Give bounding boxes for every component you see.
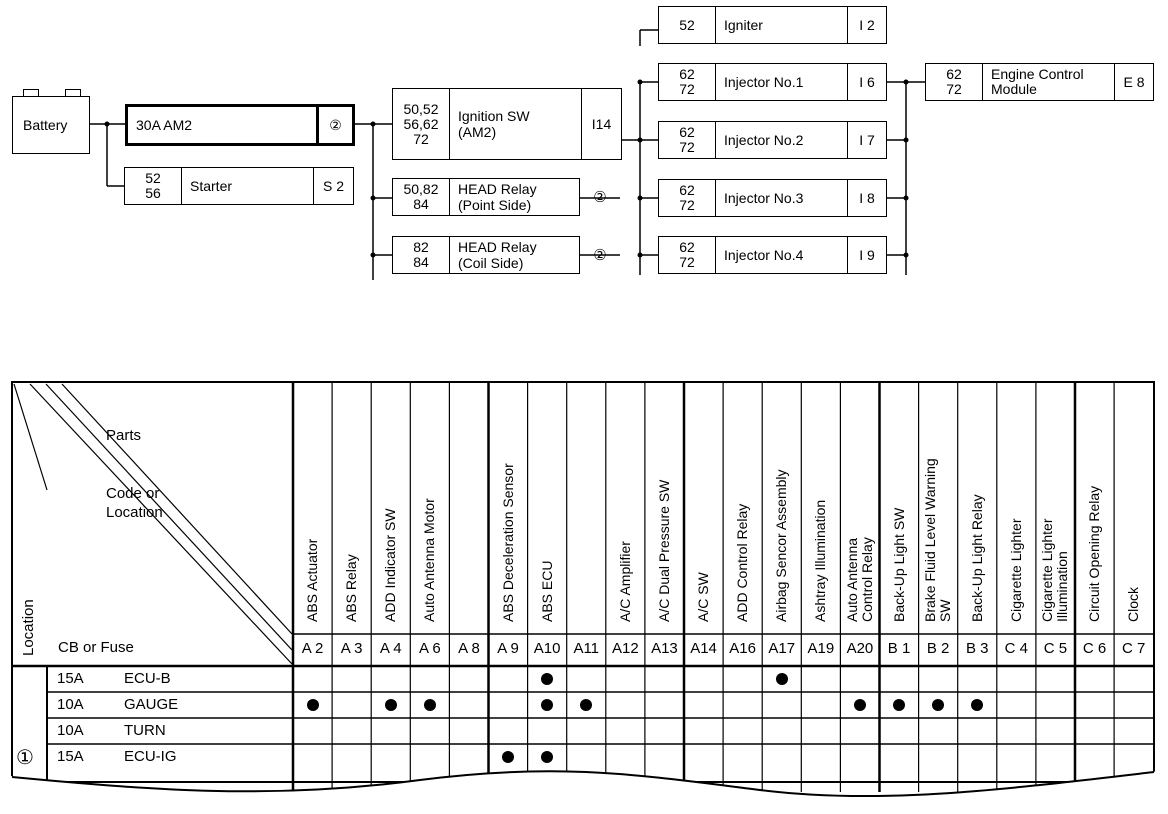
head-relay-point-box: 50,82 84 HEAD Relay (Point Side)	[392, 178, 580, 216]
battery-box: Battery	[12, 89, 90, 154]
row-fuse-name: TURN	[124, 722, 166, 739]
head-point-name: HEAD Relay (Point Side)	[449, 179, 580, 215]
column-code: A 4	[379, 640, 402, 657]
column-code: A12	[611, 640, 639, 657]
connection-dot	[580, 699, 593, 711]
injector-4-nums: 62 72	[679, 239, 695, 270]
injector-1-nums: 62 72	[679, 66, 695, 97]
column-code: A 6	[419, 640, 441, 657]
injector-3-box: 62 72 Injector No.3 I 8	[658, 179, 887, 217]
battery-label: Battery	[23, 117, 68, 133]
connection-dot	[932, 699, 945, 711]
column-code: B 3	[965, 640, 989, 657]
column-code: A10	[533, 640, 561, 657]
igniter-code: I 2	[847, 7, 886, 43]
head-coil-code: ②	[593, 247, 607, 264]
injector-4-box: 62 72 Injector No.4 I 9	[658, 236, 887, 274]
connection-dot	[423, 699, 436, 711]
engine-control-module-box: 62 72 Engine Control Module E 8	[925, 63, 1154, 101]
column-code: A 9	[497, 640, 519, 657]
header-parts-label: Parts	[106, 427, 142, 444]
row-amperage: 10A	[57, 696, 84, 713]
column-code: A13	[651, 640, 678, 657]
connection-dot	[541, 751, 554, 763]
injector-2-name: Injector No.2	[715, 122, 847, 158]
ecm-code: E 8	[1114, 64, 1153, 100]
column-code: A19	[807, 640, 835, 657]
column-code: A17	[768, 640, 796, 657]
igniter-box: 52 Igniter I 2	[658, 6, 887, 44]
fuse-am2-label: 30A AM2	[136, 117, 193, 133]
starter-code: S 2	[313, 168, 353, 204]
injector-1-box: 62 72 Injector No.1 I 6	[658, 63, 887, 101]
injector-4-name: Injector No.4	[715, 237, 847, 273]
ecm-nums: 62 72	[946, 66, 962, 97]
connection-dot	[971, 699, 984, 711]
starter-name: Starter	[181, 168, 313, 204]
connection-dot	[541, 673, 554, 685]
injector-3-nums: 62 72	[679, 182, 695, 213]
head-point-nums: 50,82 84	[403, 181, 439, 212]
connection-dot	[384, 699, 397, 711]
connection-dot	[853, 699, 866, 711]
fuse-am2-box: 30A AM2 ②	[125, 104, 355, 146]
column-code: A14	[690, 640, 717, 657]
column-code: A 2	[301, 640, 324, 657]
igniter-nums: 52	[679, 16, 695, 33]
row-amperage: 15A	[57, 670, 84, 687]
column-code: B 2	[926, 640, 950, 657]
row-fuse-name: ECU-IG	[124, 748, 177, 765]
ignition-switch-box: 50,52 56,62 72 Ignition SW (AM2) I14	[392, 88, 622, 160]
ecm-name: Engine Control Module	[982, 64, 1114, 100]
connection-dot	[541, 699, 554, 711]
connection-dot	[775, 673, 788, 685]
row-fuse-name: GAUGE	[124, 696, 179, 713]
injector-2-box: 62 72 Injector No.2 I 7	[658, 121, 887, 159]
injector-1-name: Injector No.1	[715, 64, 847, 100]
connection-dot	[893, 699, 906, 711]
row-amperage: 15A	[57, 748, 84, 765]
fuse-am2-code: ②	[316, 107, 352, 143]
column-code: C 4	[1004, 640, 1029, 657]
column-code: A20	[846, 640, 874, 657]
header-code-location-label: Code or Location	[106, 485, 163, 521]
starter-box: 52 56 Starter S 2	[124, 167, 354, 205]
column-code: A16	[729, 640, 756, 657]
connection-dot	[502, 751, 515, 763]
column-code: C 5	[1043, 640, 1068, 657]
ignition-nums: 50,52 56,62 72	[403, 100, 439, 147]
head-coil-name: HEAD Relay (Coil Side)	[449, 237, 580, 273]
column-code: A 8	[458, 640, 480, 657]
injector-2-nums: 62 72	[679, 124, 695, 155]
battery-terminal-icon	[23, 89, 39, 97]
injector-2-code: I 7	[847, 122, 886, 158]
head-coil-nums: 82 84	[413, 239, 429, 270]
location-mark: ①	[16, 747, 34, 769]
ignition-name: Ignition SW (AM2)	[449, 89, 581, 159]
column-code: C 7	[1121, 640, 1146, 657]
header-cb-fuse-label: CB or Fuse	[58, 639, 134, 656]
starter-nums: 52 56	[145, 170, 161, 201]
column-code: A11	[573, 640, 600, 657]
row-fuse-name: ECU-B	[124, 670, 171, 687]
row-amperage: 10A	[57, 722, 84, 739]
igniter-name: Igniter	[715, 7, 847, 43]
injector-4-code: I 9	[847, 237, 886, 273]
head-relay-coil-box: 82 84 HEAD Relay (Coil Side)	[392, 236, 580, 274]
ignition-code: I14	[581, 89, 621, 159]
injector-3-name: Injector No.3	[715, 180, 847, 216]
column-code: A 3	[340, 640, 363, 657]
column-code: B 1	[887, 640, 911, 657]
injector-1-code: I 6	[847, 64, 886, 100]
injector-3-code: I 8	[847, 180, 886, 216]
battery-terminal-icon	[65, 89, 81, 97]
head-point-code: ②	[593, 189, 607, 206]
connection-dot	[306, 699, 319, 711]
column-code: C 6	[1082, 640, 1107, 657]
